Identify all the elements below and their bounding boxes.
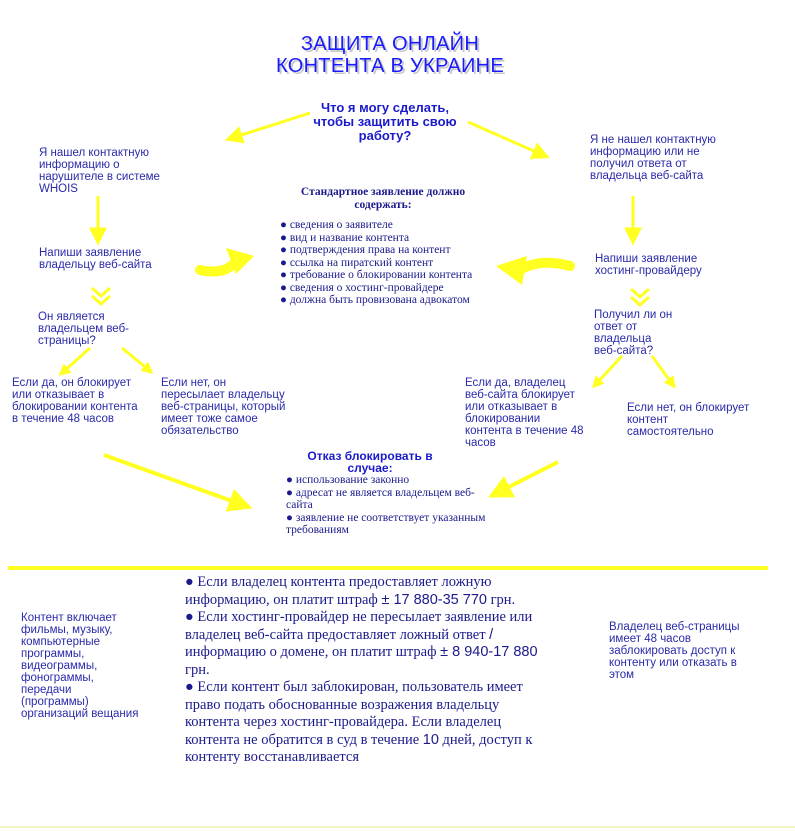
right-yes-node: Если да, владелец веб-сайта блокирует ил… — [465, 377, 584, 449]
question-to-right-arrow — [467, 120, 550, 160]
left-to-refusal-arrow — [103, 453, 253, 512]
right-chevron-icon — [630, 287, 650, 308]
penalty-hosting-paragraph: ● Если хостинг-провайдер не пересылает з… — [185, 609, 538, 678]
right-no-node: Если нет, он блокирует контент самостоят… — [627, 402, 750, 438]
left-split-yes-arrow — [58, 346, 91, 376]
page-title: ЗАЩИТА ОНЛАЙН КОНТЕНТА В УКРАИНЕ — [180, 33, 600, 77]
owner-48h-note: Владелец веб-страницы имеет 48 часов заб… — [609, 621, 740, 681]
statement-item: должна быть провизована адвокатом — [280, 294, 490, 307]
right-curved-arrow-icon — [496, 256, 575, 285]
got-response-node: Получил ли он ответ от владельца веб-сай… — [594, 309, 673, 357]
statement-item: сведения о заявителе — [280, 219, 490, 232]
statement-item: требование о блокировании контента — [280, 269, 490, 282]
left-yes-node: Если да, он блокирует или отказывает в б… — [12, 377, 138, 425]
title-line-2: КОНТЕНТА В УКРАИНЕ — [275, 55, 505, 77]
refusal-heading: Отказ блокировать в случае: — [307, 449, 433, 475]
statement-item: ссылка на пиратский контент — [280, 257, 490, 270]
right-split-yes-arrow — [591, 354, 624, 389]
left-split-no-arrow — [121, 346, 154, 374]
right-split-no-arrow — [650, 355, 676, 389]
content-includes-note: Контент включает фильмы, музыку, компьют… — [21, 612, 139, 720]
left-chevron-icon — [91, 286, 111, 307]
found-contact-node: Я нашел контактную информацию о нарушите… — [39, 147, 160, 195]
statement-item: вид и название контента — [280, 232, 490, 245]
refusal-list: использование законно адресат не являетс… — [286, 474, 496, 537]
statement-item: подтверждения права на контент — [280, 244, 490, 257]
refusal-item: заявление не соответствует указанным тре… — [286, 512, 496, 537]
statement-item: сведения о хостинг-провайдере — [280, 282, 490, 295]
left-curved-arrow-icon — [195, 248, 254, 277]
not-found-node: Я не нашел контактную информацию или не … — [590, 134, 716, 182]
refusal-item: адресат не является владельцем веб-сайта — [286, 487, 496, 512]
right-to-refusal-arrow — [488, 460, 559, 498]
bottom-border — [0, 826, 795, 828]
write-owner-node: Напиши заявление владельцу веб-сайта — [39, 247, 152, 271]
refusal-item: использование законно — [286, 474, 496, 487]
is-owner-node: Он является владельцем веб-страницы? — [38, 311, 129, 347]
statement-heading: Стандартное заявление должно содержать: — [300, 186, 466, 211]
write-hosting-node: Напиши заявление хостинг-провайдеру — [595, 253, 702, 277]
central-question: Что я могу сделать, чтобы защитить свою … — [313, 100, 457, 143]
left-no-node: Если нет, он пересылает владельцу веб-ст… — [161, 377, 286, 437]
statement-list: сведения о заявителе вид и название конт… — [280, 219, 490, 307]
title-line-1: ЗАЩИТА ОНЛАЙН — [300, 33, 480, 55]
section-divider — [8, 566, 768, 570]
question-to-left-arrow — [224, 111, 311, 144]
penalty-owner-paragraph: ● Если владелец контента предоставляет л… — [185, 574, 516, 608]
unblock-paragraph: ● Если контент был заблокирован, пользов… — [185, 679, 533, 765]
penalties-text: ● Если владелец контента предоставляет л… — [185, 574, 555, 767]
